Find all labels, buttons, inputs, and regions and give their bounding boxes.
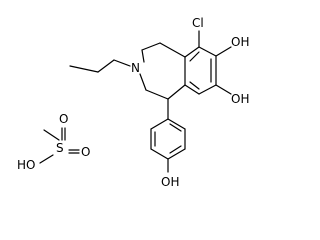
bond-c5a-c5 [159, 42, 186, 58]
bond-ring-c8-c9 [198, 84, 217, 95]
bond-c7-oh [215, 46, 232, 57]
bond-c4-n3 [141, 49, 145, 63]
bond-propyl-1-2 [97, 59, 115, 73]
bond-c2-c1 [145, 89, 169, 100]
bond-c1-c9a [167, 84, 186, 100]
bond-c8-oh [215, 84, 232, 95]
bond-aryl-inner-1 [169, 123, 182, 132]
phenol-hydroxyl-label: OH [161, 175, 179, 189]
hydroxyphenyl-ring [150, 98, 186, 173]
bond-ring-c5a-c6 [184, 46, 200, 58]
bond-ring-c6-c7 [198, 46, 217, 57]
bond-ring-inner-3 [189, 81, 200, 90]
hydroxyl-8-label: OH [231, 92, 249, 106]
bond-aryl-4-5 [150, 148, 169, 160]
sulfonyl-oxygen-top-label: O [59, 112, 68, 126]
acid-hydroxyl-label: HO [17, 158, 35, 172]
bond-ring-inner-1 [189, 51, 200, 62]
bond-n-propyl-1 [113, 59, 131, 67]
bond-s-oh [39, 154, 54, 164]
bond-aryl-1-2 [167, 118, 186, 130]
propyl-chain [69, 59, 131, 73]
bond-aryl-inner-2 [169, 145, 182, 154]
bond-methyl-s [43, 129, 60, 141]
bond-aryl-3-4 [167, 148, 186, 160]
bond-propyl-2-3 [69, 65, 99, 73]
bond-aryl-6-1 [150, 118, 169, 130]
bond-n3-c2 [139, 73, 147, 91]
hydroxyl-7-label: OH [231, 35, 249, 49]
catechol-ring [184, 46, 217, 95]
methanesulfonic-acid [39, 127, 80, 164]
nitrogen-label: N [131, 61, 140, 75]
sulfur-label: S [56, 141, 64, 155]
bond-ring-c9-c9a [184, 84, 200, 95]
chlorine-label: Cl [192, 16, 204, 30]
bond-c5-c4 [141, 42, 161, 51]
sulfonyl-oxygen-right-label: O [81, 145, 90, 159]
azepine-ring [139, 42, 186, 100]
chemical-structure-diagram: Cl OH OH N OH HO S O O [17, 16, 249, 189]
